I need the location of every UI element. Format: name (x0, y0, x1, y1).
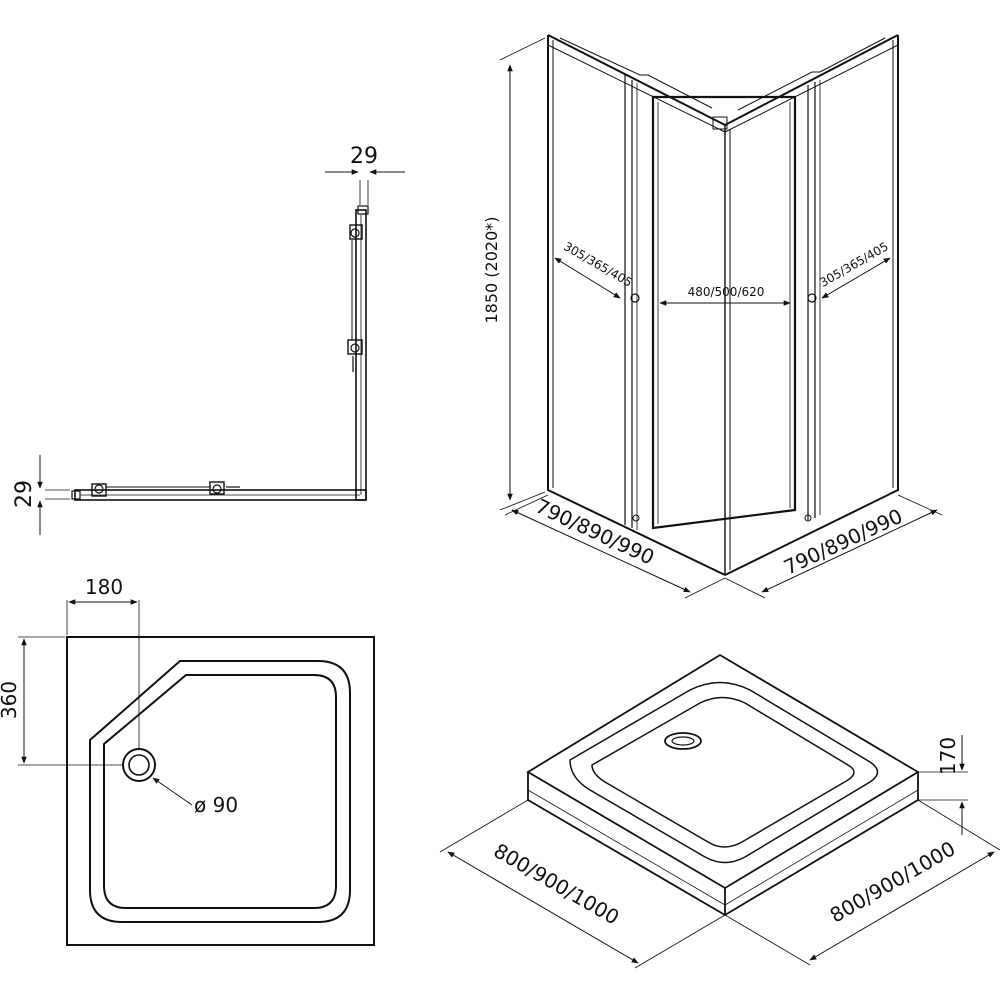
left-opening-label: 305/365/405 (561, 239, 635, 290)
drain-diameter-label: ø 90 (194, 793, 238, 817)
enclosure-center-door (651, 95, 797, 530)
tray-isometric: 170 800/900/1000 800/900/1000 (439, 653, 1000, 969)
enclosure-isometric: 1850 (2020*) 305/365/405 480/500/620 305… (482, 34, 943, 599)
top-view-roller (209, 481, 225, 495)
enclosure-width-right: 790/890/990 (780, 504, 906, 580)
top-view-roller (349, 224, 363, 240)
tray-iso-top (526, 653, 920, 890)
tray-plan-outline (66, 636, 375, 946)
enclosure-width-left: 790/890/990 (532, 494, 658, 570)
top-view-roller (347, 339, 363, 355)
top-view-dim-bottom: 29 (12, 480, 37, 508)
tray-iso-drain (664, 732, 702, 750)
top-view-roller (91, 483, 107, 497)
left-door-handle (630, 293, 640, 303)
drain-offset-y-label: 360 (0, 681, 21, 719)
center-opening-label: 480/500/620 (688, 285, 765, 299)
enclosure-height-label: 1850 (2020*) (482, 216, 501, 323)
top-view: 29 29 (12, 144, 405, 535)
tray-drain-outer (122, 748, 156, 782)
tray-plan: 180 360 ø 90 (0, 575, 375, 946)
drain-offset-x-label: 180 (85, 575, 123, 599)
right-door-handle (807, 293, 817, 303)
tray-width-right: 800/900/1000 (826, 836, 960, 927)
top-view-dim-right: 29 (350, 144, 378, 169)
tray-drain-inner (128, 754, 150, 776)
tray-height-label: 170 (936, 737, 960, 775)
